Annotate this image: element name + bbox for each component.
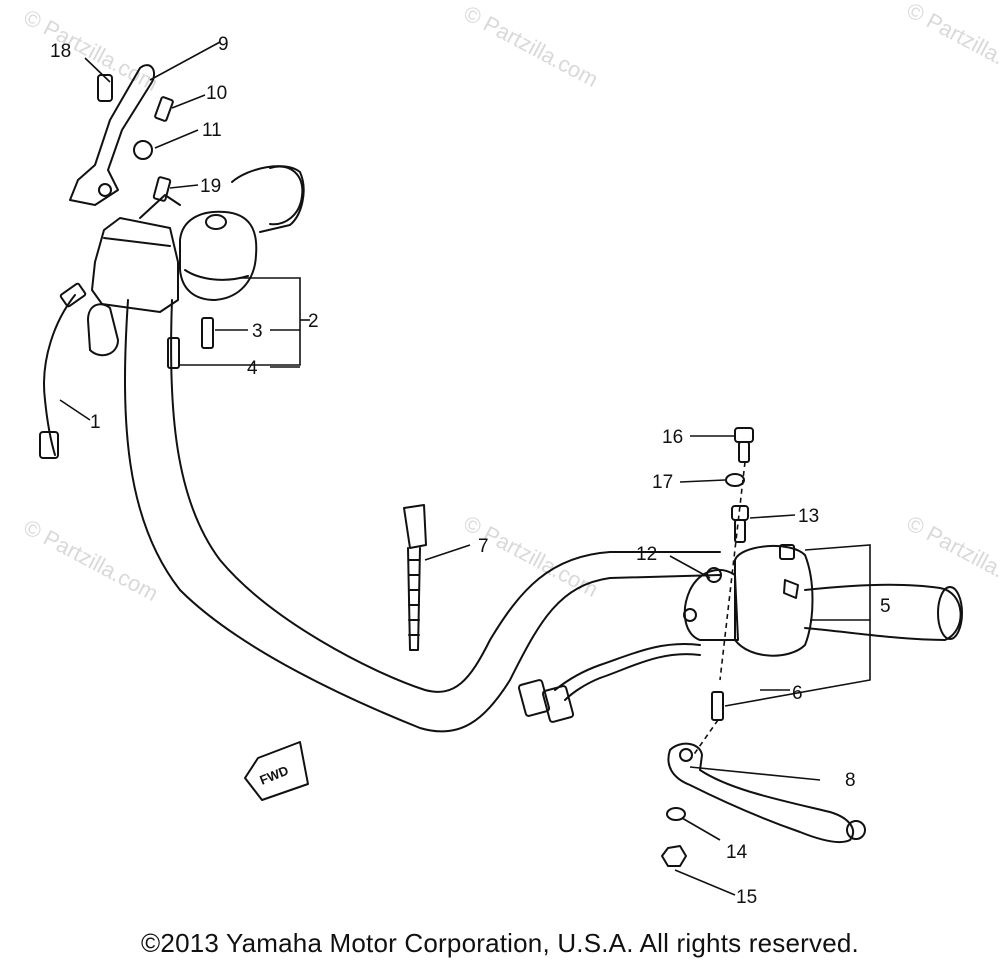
brake-switch-wire xyxy=(43,294,76,456)
left-switch-button xyxy=(205,214,227,230)
master-cylinder-bracket xyxy=(139,194,181,219)
washer-14 xyxy=(666,807,686,821)
left-switch-clamp xyxy=(184,269,249,281)
clutch-lever-pivot xyxy=(679,748,693,762)
bolt-13-shank xyxy=(734,519,746,543)
callout-15: 15 xyxy=(736,887,757,908)
watermark: © Partzilla.com xyxy=(460,0,603,92)
callout-4: 4 xyxy=(247,358,258,379)
bolt-10 xyxy=(154,96,174,122)
clutch-lever xyxy=(667,742,855,843)
brake-switch-connector xyxy=(39,431,59,459)
left-switch xyxy=(179,210,258,301)
watermark: © Partzilla.com xyxy=(903,0,1000,89)
handlebar-outline xyxy=(123,299,721,733)
left-grip-end xyxy=(269,165,304,226)
right-switch-button xyxy=(779,544,795,560)
brake-switch xyxy=(59,282,87,308)
lever-pivot xyxy=(98,183,112,197)
screw-19 xyxy=(152,176,172,202)
left-grip xyxy=(231,165,305,233)
callout-13: 13 xyxy=(798,506,819,527)
callout-14: 14 xyxy=(726,842,748,863)
fwd-label: FWD xyxy=(258,763,291,788)
washer-17 xyxy=(725,473,745,487)
right-switch-toggle xyxy=(783,579,799,599)
copyright-notice: ©2013 Yamaha Motor Corporation, U.S.A. A… xyxy=(141,928,859,958)
screw-4 xyxy=(167,337,180,369)
callout-16: 16 xyxy=(662,427,683,448)
callout-5: 5 xyxy=(880,596,891,617)
cable-tie-strap xyxy=(407,547,421,651)
wiring-harness xyxy=(564,653,701,701)
front-brake-lever xyxy=(69,64,156,206)
clutch-lever-ball xyxy=(846,820,866,840)
lever-bracket-pivot xyxy=(683,608,697,622)
right-switch xyxy=(734,544,814,657)
master-cylinder-body xyxy=(87,303,119,357)
wiring-harness xyxy=(554,643,701,691)
callout-6: 6 xyxy=(792,683,803,704)
fwd-arrow xyxy=(244,741,309,801)
callout-7: 7 xyxy=(478,536,489,557)
coupler xyxy=(541,685,575,723)
screw-3 xyxy=(201,317,214,349)
callout-12: 12 xyxy=(636,544,657,565)
leader-lines xyxy=(59,41,871,896)
lever-bracket-screw xyxy=(706,567,722,583)
nut-15 xyxy=(661,845,687,867)
callouts: 1 2 3 4 5 6 7 8 9 10 11 12 13 14 15 16 1… xyxy=(50,34,891,908)
callout-1: 1 xyxy=(90,412,101,433)
bolt-18 xyxy=(97,74,113,102)
callout-18: 18 xyxy=(50,41,71,62)
callout-9: 9 xyxy=(218,34,229,55)
callout-19: 19 xyxy=(200,176,221,197)
watermarks: © Partzilla.com © Partzilla.com © Partzi… xyxy=(20,0,1000,606)
watermark: © Partzilla.com xyxy=(903,510,1000,602)
callout-10: 10 xyxy=(206,83,227,104)
right-grip-end xyxy=(937,586,963,640)
watermark: © Partzilla.com xyxy=(20,514,163,606)
callout-3: 3 xyxy=(252,321,263,342)
handlebar-outline xyxy=(170,299,721,693)
master-cylinder-cap xyxy=(103,237,171,247)
callout-17: 17 xyxy=(652,472,673,493)
callout-2: 2 xyxy=(308,311,319,332)
callout-8: 8 xyxy=(845,770,856,791)
cable-tie-head xyxy=(403,504,427,549)
coupler xyxy=(517,679,551,717)
watermark: © Partzilla.com xyxy=(20,4,163,96)
callout-11: 11 xyxy=(202,120,222,141)
bolt-16-shank xyxy=(738,441,750,463)
screw-6 xyxy=(711,691,724,721)
nut-11 xyxy=(133,140,153,160)
master-cylinder xyxy=(91,217,179,313)
bolt-16 xyxy=(734,427,754,443)
cable-tie-teeth xyxy=(408,559,420,636)
